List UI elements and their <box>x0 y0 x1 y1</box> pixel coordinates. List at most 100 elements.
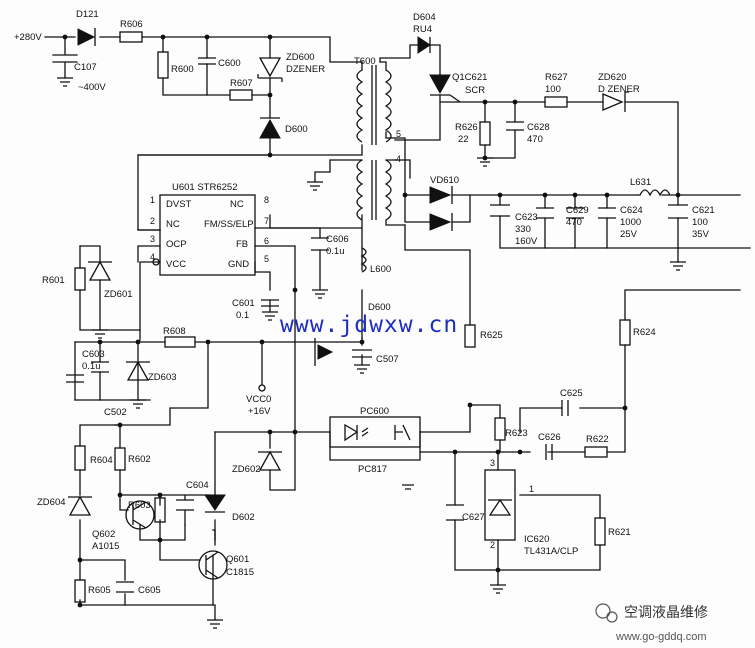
label-v280: +280V <box>14 32 42 43</box>
label-c627: C627 <box>462 512 485 523</box>
label-v35: 35V <box>692 229 710 240</box>
ic620-tl431 <box>484 469 516 541</box>
label-ic620: IC620 <box>524 534 549 545</box>
zener-zd600 <box>257 57 283 82</box>
logo-url: www.go-gddq.com <box>615 631 707 643</box>
label-dzener1: DZENER <box>286 64 325 75</box>
label-d602: D602 <box>232 512 255 523</box>
ground-symbol <box>207 619 223 629</box>
label-r626: R626 <box>455 122 478 133</box>
resistor-r607 <box>229 89 253 101</box>
tpin-4: 4 <box>396 154 401 164</box>
capacitor-c627 <box>446 504 464 521</box>
label-v400: ~400V <box>78 82 106 93</box>
label-q602: Q602 <box>92 529 115 540</box>
label-r624: R624 <box>633 327 656 338</box>
ic-pin-1: 1 <box>529 484 534 494</box>
resistor-r624 <box>619 319 631 346</box>
label-d600: D600 <box>285 124 308 135</box>
resistor-r621 <box>594 517 606 546</box>
label-scr: SCR <box>465 85 485 96</box>
label-v16: +16V <box>248 406 271 417</box>
resistor-r626 <box>479 121 491 146</box>
logo-title: 空调液晶维修 <box>624 605 708 621</box>
label-l631: L631 <box>630 177 651 188</box>
ic-pin-2: 2 <box>490 540 495 550</box>
label-zd600: ZD600 <box>286 52 315 63</box>
capacitor-c604 <box>176 499 194 511</box>
resistor-r608 <box>164 336 196 348</box>
label-zd604: ZD604 <box>37 497 66 508</box>
ground-symbol <box>670 261 686 271</box>
watermark-text: www.jdwxw.cn <box>280 312 458 338</box>
diode-d121 <box>77 28 96 46</box>
pin-6: 6 <box>264 236 269 246</box>
ic-u601 <box>159 194 256 276</box>
label-tl431: TL431A/CLP <box>524 546 578 557</box>
label-r602: R602 <box>128 454 151 465</box>
label-c604: C604 <box>186 480 209 491</box>
label-c600: C600 <box>218 58 241 69</box>
capacitor-c623 <box>490 204 510 217</box>
transistor-q602 <box>125 500 155 530</box>
label-v01u1: 0.1u <box>326 246 345 257</box>
diode-d602 <box>204 494 226 511</box>
label-v470a: 470 <box>527 134 543 145</box>
ground-symbol <box>402 484 414 490</box>
label-v470b: 470 <box>566 217 582 228</box>
scr-q1c621 <box>429 74 451 95</box>
resistor-r602 <box>114 447 126 471</box>
label-v22: 22 <box>458 134 469 145</box>
label-r601: R601 <box>42 275 65 286</box>
label-vcc: VCC <box>166 259 186 270</box>
label-ru4: RU4 <box>413 24 432 35</box>
components <box>57 28 688 629</box>
ground-symbol <box>92 329 108 339</box>
label-r625: R625 <box>480 330 503 341</box>
label-pc600: PC600 <box>360 406 389 417</box>
label-v100u: 100 <box>692 217 708 228</box>
ground-symbol <box>354 364 370 374</box>
resistor-r603 <box>154 497 166 523</box>
label-r621: R621 <box>608 527 631 538</box>
ground-symbol <box>312 289 328 299</box>
logo: 空调液晶维修 www.go-gddq.com <box>595 603 708 643</box>
label-vd610: VD610 <box>430 175 459 186</box>
label-c605: C605 <box>138 585 161 596</box>
capacitor-c601 <box>261 299 279 307</box>
label-c601: C601 <box>232 298 255 309</box>
inductor-l600 <box>360 247 367 273</box>
resistor-r623 <box>494 417 506 441</box>
label-c507: C507 <box>376 354 399 365</box>
capacitor-c600 <box>198 57 216 65</box>
label-c628: C628 <box>527 122 550 133</box>
ground-symbol <box>57 77 73 87</box>
label-v1000: 1000 <box>620 217 641 228</box>
ground-symbol <box>130 399 146 409</box>
resistor-r606 <box>119 31 143 43</box>
resistor-r604 <box>74 445 86 471</box>
capacitor-c605 <box>116 581 134 593</box>
label-v25: 25V <box>620 229 638 240</box>
diode-vd610a <box>429 186 452 204</box>
ground-symbol <box>307 181 323 191</box>
capacitor-c507 <box>352 349 372 358</box>
pin-5: 5 <box>264 254 269 264</box>
diode-vd610b <box>429 213 452 231</box>
capacitor-c628 <box>506 121 524 131</box>
transistor-q601 <box>198 550 228 580</box>
label-gnd: GND <box>228 259 249 270</box>
label-v01: 0.1 <box>236 310 249 321</box>
label-q1c621: Q1C621 <box>452 72 487 83</box>
resistor-r601 <box>74 267 86 291</box>
pin-8: 8 <box>264 195 269 205</box>
label-r604: R604 <box>90 455 113 466</box>
capacitor-c629 <box>536 207 554 219</box>
pin-3: 3 <box>150 234 155 244</box>
label-c624: C624 <box>620 205 643 216</box>
transformer-primary <box>356 69 364 143</box>
label-r627: R627 <box>545 72 568 83</box>
label-v01u2: 0.1u <box>82 361 101 372</box>
diode-d604 <box>417 36 431 54</box>
capacitor-c626 <box>545 444 553 460</box>
